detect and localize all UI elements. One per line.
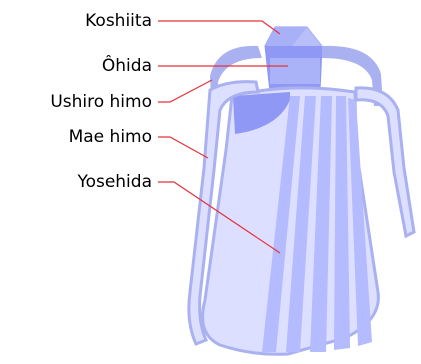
leader-line-koshiita (158, 20, 281, 35)
yosehida-pleats (262, 96, 372, 352)
leader-lines (158, 20, 288, 254)
leader-line-ushiro-himo (158, 79, 213, 103)
mae-himo-strap-left (187, 80, 260, 346)
leader-line-mae-himo (158, 136, 209, 159)
label-ushiro-himo: Ushiro himo (50, 92, 152, 112)
ushiro-himo-strap (210, 45, 383, 120)
label-ohida: Ôhida (101, 56, 152, 76)
label-yosehida: Yosehida (77, 172, 152, 192)
mae-himo-strap-right (354, 86, 416, 239)
label-koshiita: Koshiita (85, 11, 152, 31)
leader-line-yosehida (158, 181, 281, 254)
ohida-panel (233, 58, 320, 134)
label-mae-himo: Mae himo (68, 127, 152, 147)
